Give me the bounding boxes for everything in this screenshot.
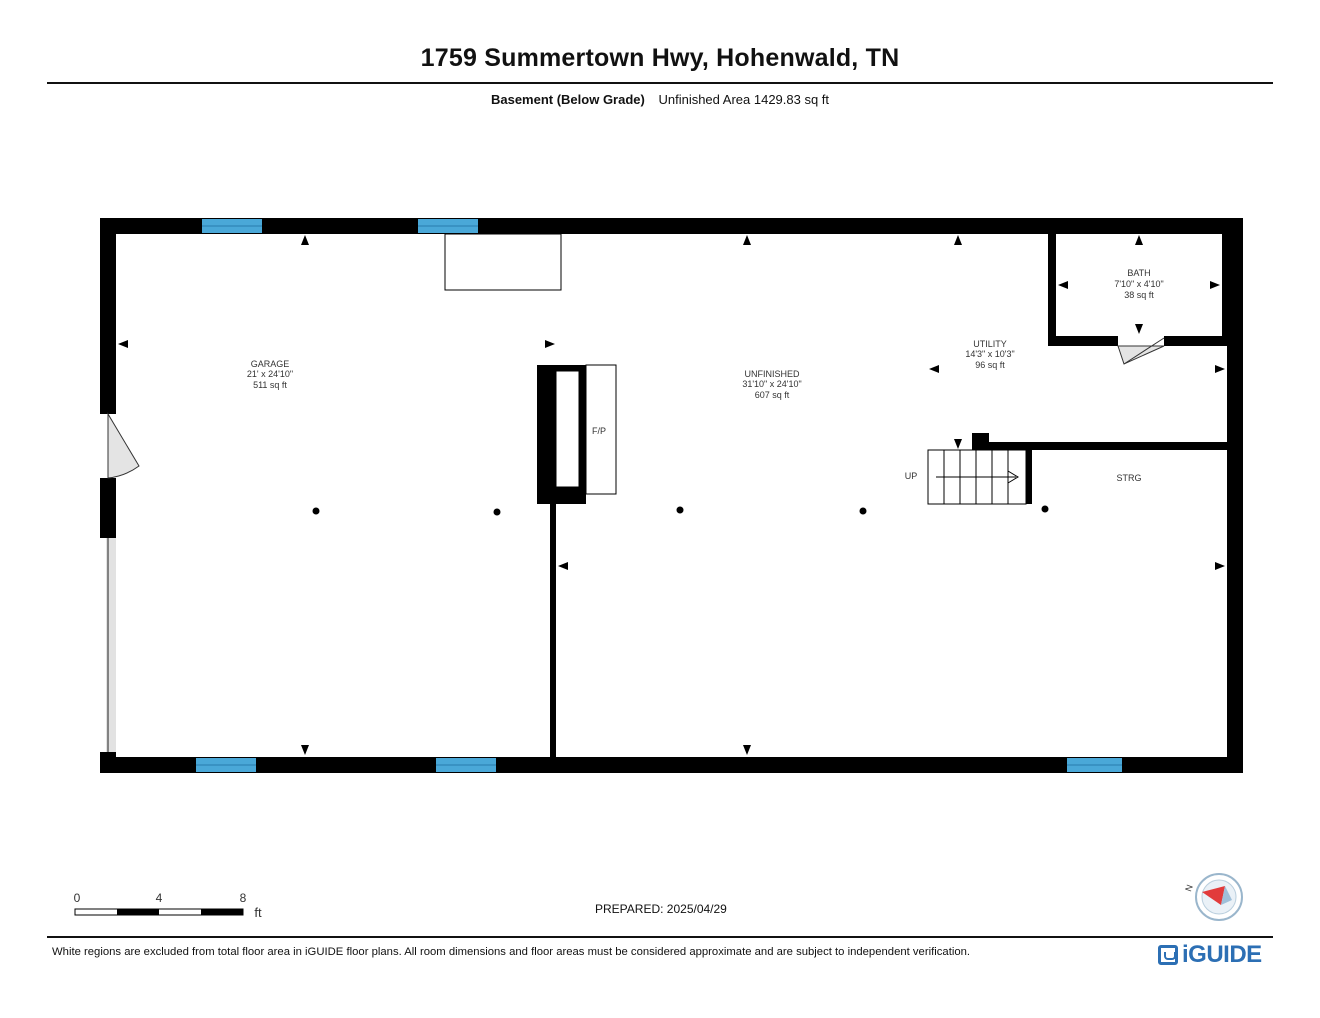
dim-arrow (743, 745, 751, 755)
alcove (444, 233, 562, 291)
dim-arrow (118, 340, 128, 348)
header-divider (47, 82, 1273, 84)
compass-icon: N (1183, 873, 1243, 921)
staircase (927, 449, 1027, 505)
footer-divider (47, 936, 1273, 938)
dimension-markers (118, 235, 1225, 755)
room-area: 607 sq ft (755, 390, 790, 400)
fireplace (585, 364, 617, 495)
page-title: 1759 Summertown Hwy, Hohenwald, TN (420, 44, 900, 72)
room-area: 96 sq ft (975, 360, 1005, 370)
garage-door-opening (106, 538, 116, 752)
wall-top (100, 218, 1243, 234)
storage-wall-top (988, 442, 1227, 450)
room-name: STRG (1116, 473, 1141, 483)
stair-post (972, 433, 989, 450)
storage-wall-left (1026, 442, 1032, 504)
room-dims: 14'3" x 10'3" (965, 349, 1014, 359)
brand-logo-icon (1158, 945, 1178, 965)
dim-arrow (1210, 281, 1220, 289)
dim-arrow (1135, 324, 1143, 334)
column-dot (493, 508, 501, 516)
disclaimer-text: White regions are excluded from total fl… (52, 946, 971, 958)
floor-subtitle: Basement (Below Grade) Unfinished Area 1… (0, 92, 1320, 107)
room-area: 38 sq ft (1124, 290, 1154, 300)
room-area: 511 sq ft (253, 380, 287, 390)
wall-right (1227, 218, 1243, 773)
room-bath: BATH 7'10" x 4'10" 38 sq ft (1114, 268, 1163, 300)
interior-walls (537, 234, 1227, 758)
room-name: BATH (1127, 268, 1150, 278)
room-dims: 31'10" x 24'10" (742, 379, 801, 389)
wall-left-lower (100, 752, 116, 773)
scale-label: 4 (156, 891, 163, 905)
scale-unit: ft (254, 905, 262, 920)
dim-arrow (1215, 562, 1225, 570)
room-name: UTILITY (973, 339, 1007, 349)
dim-arrow (545, 340, 555, 348)
column-dot (312, 507, 320, 515)
wall-left-middle (100, 478, 116, 538)
dim-arrow (301, 235, 309, 245)
prepared-date: PREPARED: 2025/04/29 (595, 902, 727, 916)
stairs-label: UP (905, 471, 918, 481)
side-door-swing (107, 412, 140, 479)
bath-wall-bottom-left (1048, 336, 1118, 346)
room-name: GARAGE (251, 359, 290, 369)
dim-arrow (954, 439, 962, 449)
dim-arrow (1215, 365, 1225, 373)
column-dot (859, 507, 867, 515)
room-storage: STRG (1116, 473, 1141, 483)
dim-arrow (1058, 281, 1068, 289)
fireplace-label: F/P (592, 426, 606, 436)
floor-area-label: Unfinished Area 1429.83 sq ft (658, 92, 830, 107)
scale-label: 8 (240, 891, 247, 905)
dim-arrow (929, 365, 939, 373)
bath-wall-right (1222, 234, 1227, 346)
dim-arrow (301, 745, 309, 755)
dim-arrow (743, 235, 751, 245)
scale-label: 0 (74, 891, 81, 905)
bath-wall-bottom-right (1164, 336, 1227, 346)
wall-left-upper (100, 218, 116, 414)
room-dims: 7'10" x 4'10" (1114, 279, 1163, 289)
column-dot (676, 506, 684, 514)
dim-arrow (954, 235, 962, 245)
column-dot (1041, 505, 1049, 513)
scale-bar: 0 4 8 ft (74, 891, 262, 920)
dim-arrow (1135, 235, 1143, 245)
room-dims: 21' x 24'10" (247, 369, 293, 379)
brand-name: iGUIDE (1182, 941, 1262, 968)
exterior-walls (100, 218, 1243, 773)
room-utility: UTILITY 14'3" x 10'3" 96 sq ft (965, 339, 1014, 370)
room-garage: GARAGE 21' x 24'10" 511 sq ft (247, 359, 293, 390)
compass-north-label: N (1183, 883, 1195, 893)
garage-divider-wall (550, 500, 556, 758)
room-unfinished: UNFINISHED 31'10" x 24'10" 607 sq ft (742, 369, 801, 400)
support-columns (312, 505, 1049, 516)
room-name: UNFINISHED (744, 369, 800, 379)
wall-bottom (100, 757, 1243, 773)
brand-logo: iGUIDE (1158, 940, 1262, 970)
bath-wall-left (1048, 234, 1056, 346)
floor-level-label: Basement (Below Grade) (490, 92, 645, 107)
dim-arrow (558, 562, 568, 570)
bath-door-swing (1117, 345, 1165, 365)
